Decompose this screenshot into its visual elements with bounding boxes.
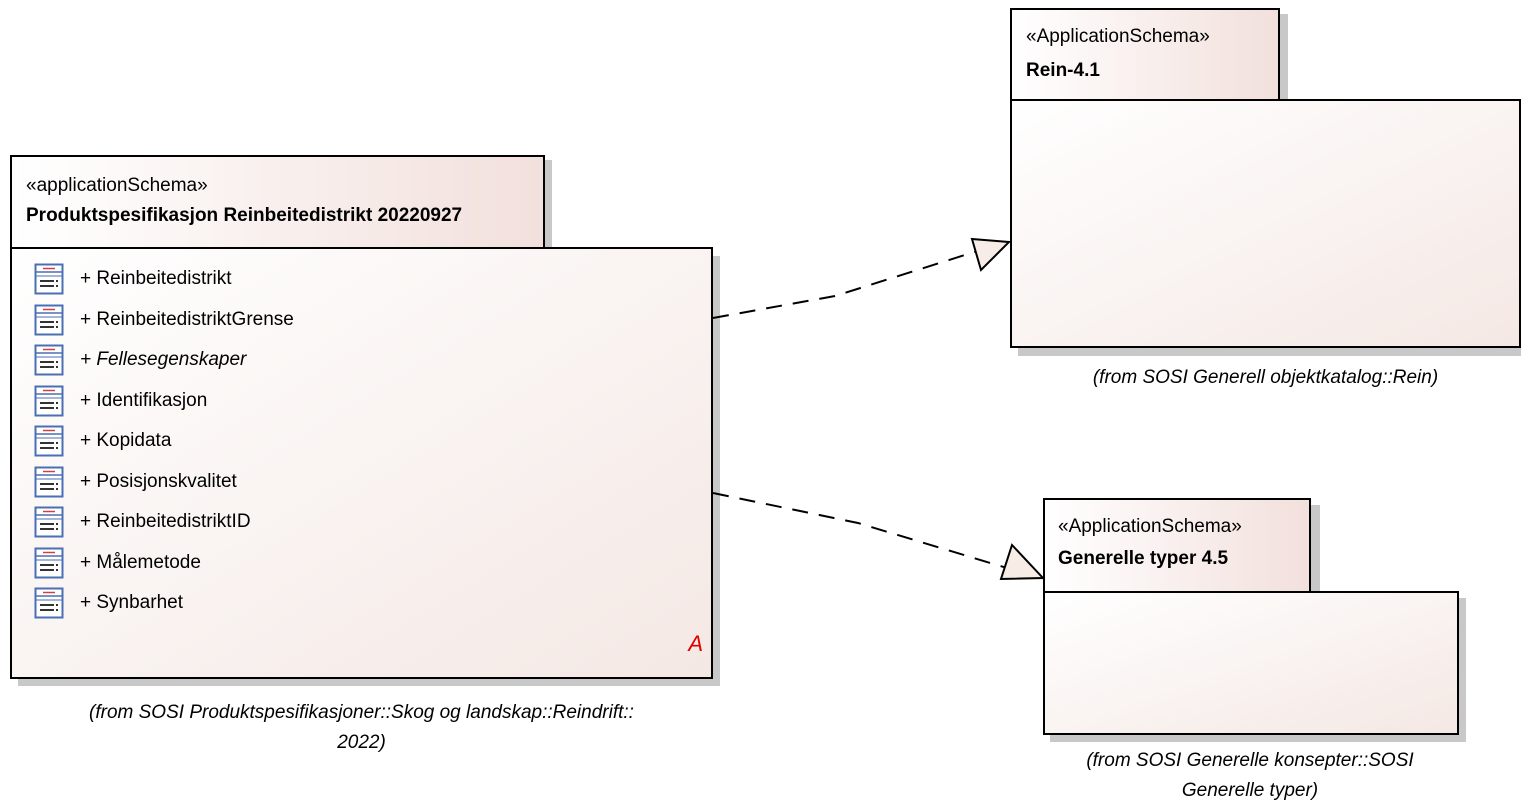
dependency-link-rein[interactable]: [712, 237, 1012, 319]
rein-package-stereotype: «ApplicationSchema»: [1026, 26, 1210, 47]
member-item[interactable]: + Synbarhet: [34, 585, 183, 621]
main-package-body[interactable]: + Reinbeitedistrikt + ReinbeitedistriktGr…: [10, 247, 713, 679]
class-icon: [34, 263, 64, 295]
member-item[interactable]: + Kopidata: [34, 423, 171, 459]
member-item[interactable]: + Identifikasjon: [34, 383, 207, 419]
class-icon: [34, 587, 64, 619]
member-item[interactable]: + ReinbeitedistriktID: [34, 504, 251, 540]
member-label: + Reinbeitedistrikt: [80, 268, 232, 289]
member-label: + ReinbeitedistriktID: [80, 511, 251, 532]
class-icon: [34, 385, 64, 416]
generelle-package-name: Generelle typer 4.5: [1058, 548, 1229, 569]
class-icon: [34, 466, 64, 497]
generelle-package-from-line2: Generelle typer): [1181, 780, 1319, 801]
member-item[interactable]: + Posisjonskvalitet: [34, 464, 237, 500]
generelle-package-body[interactable]: [1043, 591, 1459, 735]
class-icon: [34, 547, 64, 578]
class-icon: [34, 425, 64, 457]
member-label: + Identifikasjon: [80, 389, 208, 411]
dependency-arrowhead-generelle: [999, 543, 1046, 581]
member-label: + Målemetode: [80, 551, 201, 573]
member-label: + Synbarhet: [80, 592, 183, 613]
dependency-arrowhead-rein: [970, 237, 1012, 272]
class-icon: [34, 506, 64, 538]
member-label: + Kopidata: [80, 430, 172, 451]
generelle-package-stereotype: «ApplicationSchema»: [1058, 516, 1242, 537]
generelle-package-tab[interactable]: «ApplicationSchema» Generelle typer 4.5: [1043, 498, 1311, 593]
member-label: + ReinbeitedistriktGrense: [80, 308, 294, 330]
main-package-name: Produktspesifikasjon Reinbeitedistrikt 2…: [26, 205, 463, 226]
member-item[interactable]: + Målemetode: [34, 545, 201, 581]
member-label: + Posisjonskvalitet: [80, 470, 237, 492]
main-package-tab[interactable]: «applicationSchema» Produktspesifikasjon…: [10, 155, 545, 249]
member-item[interactable]: + ReinbeitedistriktGrense: [34, 302, 294, 338]
rein-package-tab[interactable]: «ApplicationSchema» Rein-4.1: [1010, 8, 1280, 102]
class-icon: [34, 344, 64, 376]
generelle-package-from-line1: (from SOSI Generelle konsepter::SOSI: [1086, 750, 1414, 771]
main-package-stereotype: «applicationSchema»: [26, 175, 208, 196]
class-icon: [34, 304, 64, 335]
rein-package-from: (from SOSI Generell objektkatalog::Rein): [1092, 367, 1439, 388]
member-item[interactable]: + Fellesegenskaper: [34, 342, 246, 378]
rein-package-body[interactable]: [1010, 99, 1521, 348]
member-label: + Fellesegenskaper: [80, 349, 247, 370]
main-package-from-line1: (from SOSI Produktspesifikasjoner::Skog …: [89, 702, 634, 723]
main-package-from-line2: 2022): [337, 732, 386, 753]
member-item[interactable]: + Reinbeitedistrikt: [34, 261, 232, 297]
abstract-marker: A: [688, 631, 703, 656]
dependency-link-generelle[interactable]: [712, 492, 1046, 581]
rein-package-name: Rein-4.1: [1026, 60, 1100, 81]
